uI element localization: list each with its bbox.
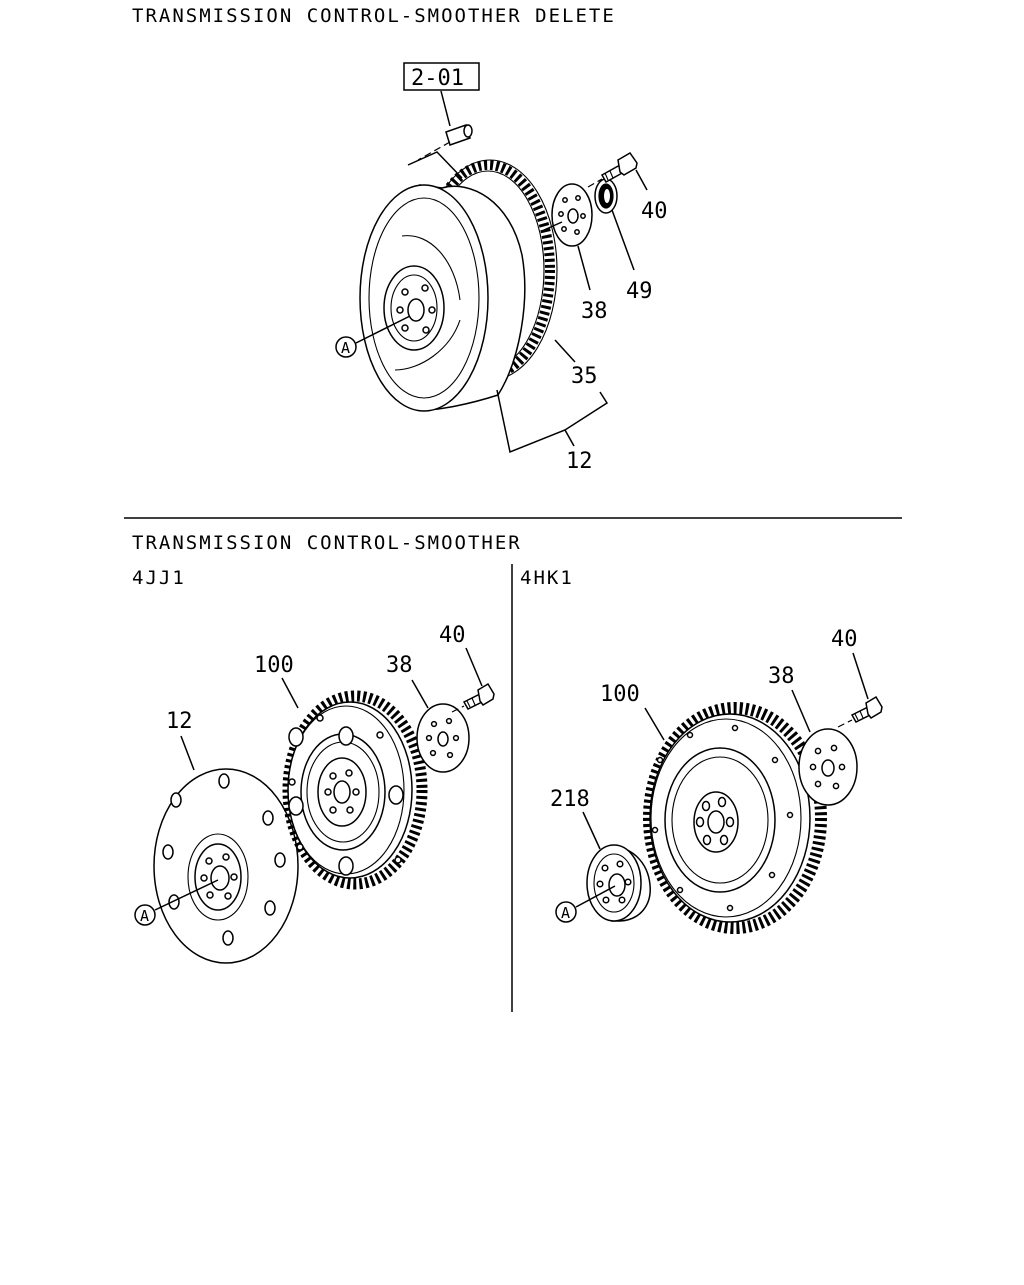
leader-49 <box>611 209 635 271</box>
pin-bracket <box>407 151 463 179</box>
leader-40-4hk1 <box>852 652 869 700</box>
bolt-centerline-4hk1 <box>837 719 853 728</box>
callout-100-4hk1[interactable]: 100 <box>600 682 640 707</box>
variant-label-4jj1: 4JJ1 <box>132 567 186 589</box>
bracket-12-top <box>496 389 609 454</box>
dowel-pin <box>445 124 473 146</box>
seal-ring-49 <box>594 178 618 214</box>
hub-spacer-218 <box>586 844 651 922</box>
leader-40-4jj1 <box>465 647 483 687</box>
callout-12-4jj1[interactable]: 12 <box>166 709 193 734</box>
variant-label-4hk1: 4HK1 <box>520 567 574 589</box>
leader-100-4jj1 <box>281 677 299 709</box>
pin-centerline <box>417 141 451 161</box>
leader-a-top <box>355 315 411 344</box>
washer-plate-38-4hk1 <box>798 728 858 806</box>
svg-text:A: A <box>341 339 350 357</box>
ref-box-2-01[interactable]: 2-01 <box>403 62 480 91</box>
callout-38-4jj1[interactable]: 38 <box>386 653 413 678</box>
callout-35[interactable]: 35 <box>571 364 598 389</box>
callout-49[interactable]: 49 <box>626 279 653 304</box>
leader-38-4hk1 <box>791 689 811 733</box>
bolt-centerline <box>587 178 603 188</box>
marker-a-4hk1[interactable]: A <box>555 901 577 923</box>
section-title-smoother: TRANSMISSION CONTROL-SMOOTHER <box>132 532 522 554</box>
leader-12-top <box>564 429 575 447</box>
svg-text:A: A <box>140 907 149 925</box>
washer-plate-38 <box>551 183 593 247</box>
leader-35 <box>554 339 576 363</box>
callout-40-top[interactable]: 40 <box>641 199 668 224</box>
callout-12-top[interactable]: 12 <box>566 449 593 474</box>
leader-12-4jj1 <box>180 735 195 771</box>
svg-text:A: A <box>561 904 570 922</box>
leader-218 <box>582 811 601 850</box>
callout-38-top[interactable]: 38 <box>581 299 608 324</box>
bolt-40 <box>600 152 638 184</box>
section-title-smoother-delete: TRANSMISSION CONTROL-SMOOTHER DELETE <box>132 5 616 27</box>
callout-40-4hk1[interactable]: 40 <box>831 627 858 652</box>
leader-38-4jj1 <box>411 679 429 709</box>
callout-218[interactable]: 218 <box>550 787 590 812</box>
leader-38-plate-link <box>543 221 563 231</box>
callout-100-4jj1[interactable]: 100 <box>254 653 294 678</box>
leader-100-4hk1 <box>644 707 665 741</box>
callout-38-4hk1[interactable]: 38 <box>768 664 795 689</box>
marker-a-4jj1[interactable]: A <box>134 904 156 926</box>
ref-box-leader <box>440 90 451 127</box>
torque-converter-assembly <box>359 159 558 412</box>
bolt-40-4jj1 <box>462 682 495 710</box>
washer-plate-38-4jj1 <box>416 703 470 773</box>
callout-40-4jj1[interactable]: 40 <box>439 623 466 648</box>
bolt-40-4hk1 <box>850 695 883 723</box>
flywheel-100-4jj1 <box>282 690 428 890</box>
marker-a-top[interactable]: A <box>335 336 357 358</box>
leader-a-4jj1 <box>154 879 219 911</box>
flywheel-100-4hk1 <box>643 702 827 934</box>
flex-plate-12 <box>153 768 299 964</box>
ref-box-label: 2-01 <box>411 66 464 91</box>
leader-38-top <box>577 245 591 291</box>
leader-a-4hk1 <box>575 885 616 908</box>
bolt-centerline-4jj1 <box>451 705 465 713</box>
leader-40-top <box>635 169 648 191</box>
